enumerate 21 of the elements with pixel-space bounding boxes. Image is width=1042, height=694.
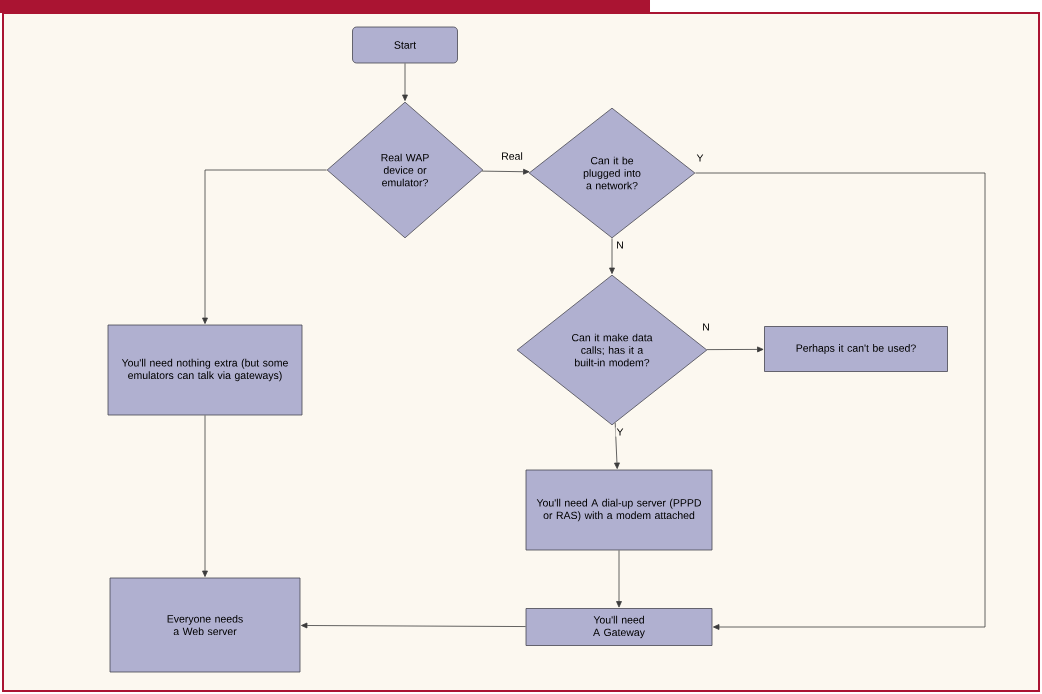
arrow: [695, 172, 986, 630]
edge-label: N: [701, 322, 711, 332]
process-box: Perhaps it can't be used?: [764, 326, 948, 372]
arrow: [202, 415, 208, 577]
arrow: [202, 169, 327, 324]
edge-label: Real: [500, 151, 524, 161]
arrow: [609, 238, 615, 274]
arrow: [706, 346, 764, 353]
arrow: [301, 622, 526, 629]
edge-label: Y: [615, 427, 625, 437]
arrow: [402, 63, 408, 101]
process-box: You'll need nothing extra (but some emulators can talk via gateways): [107, 324, 303, 416]
process-box: You'll need A dial-up server (PPPD or RAS) with a modem attached: [525, 469, 713, 551]
process-box: Everyone needs a Web server: [109, 577, 301, 673]
arrow: [614, 422, 620, 469]
process-box: You'll need A Gateway: [525, 608, 713, 646]
edge-label: Y: [695, 153, 705, 163]
edge-label: N: [615, 240, 625, 250]
start-box: Start: [352, 26, 458, 64]
arrow: [616, 550, 622, 608]
arrow: [481, 168, 530, 175]
